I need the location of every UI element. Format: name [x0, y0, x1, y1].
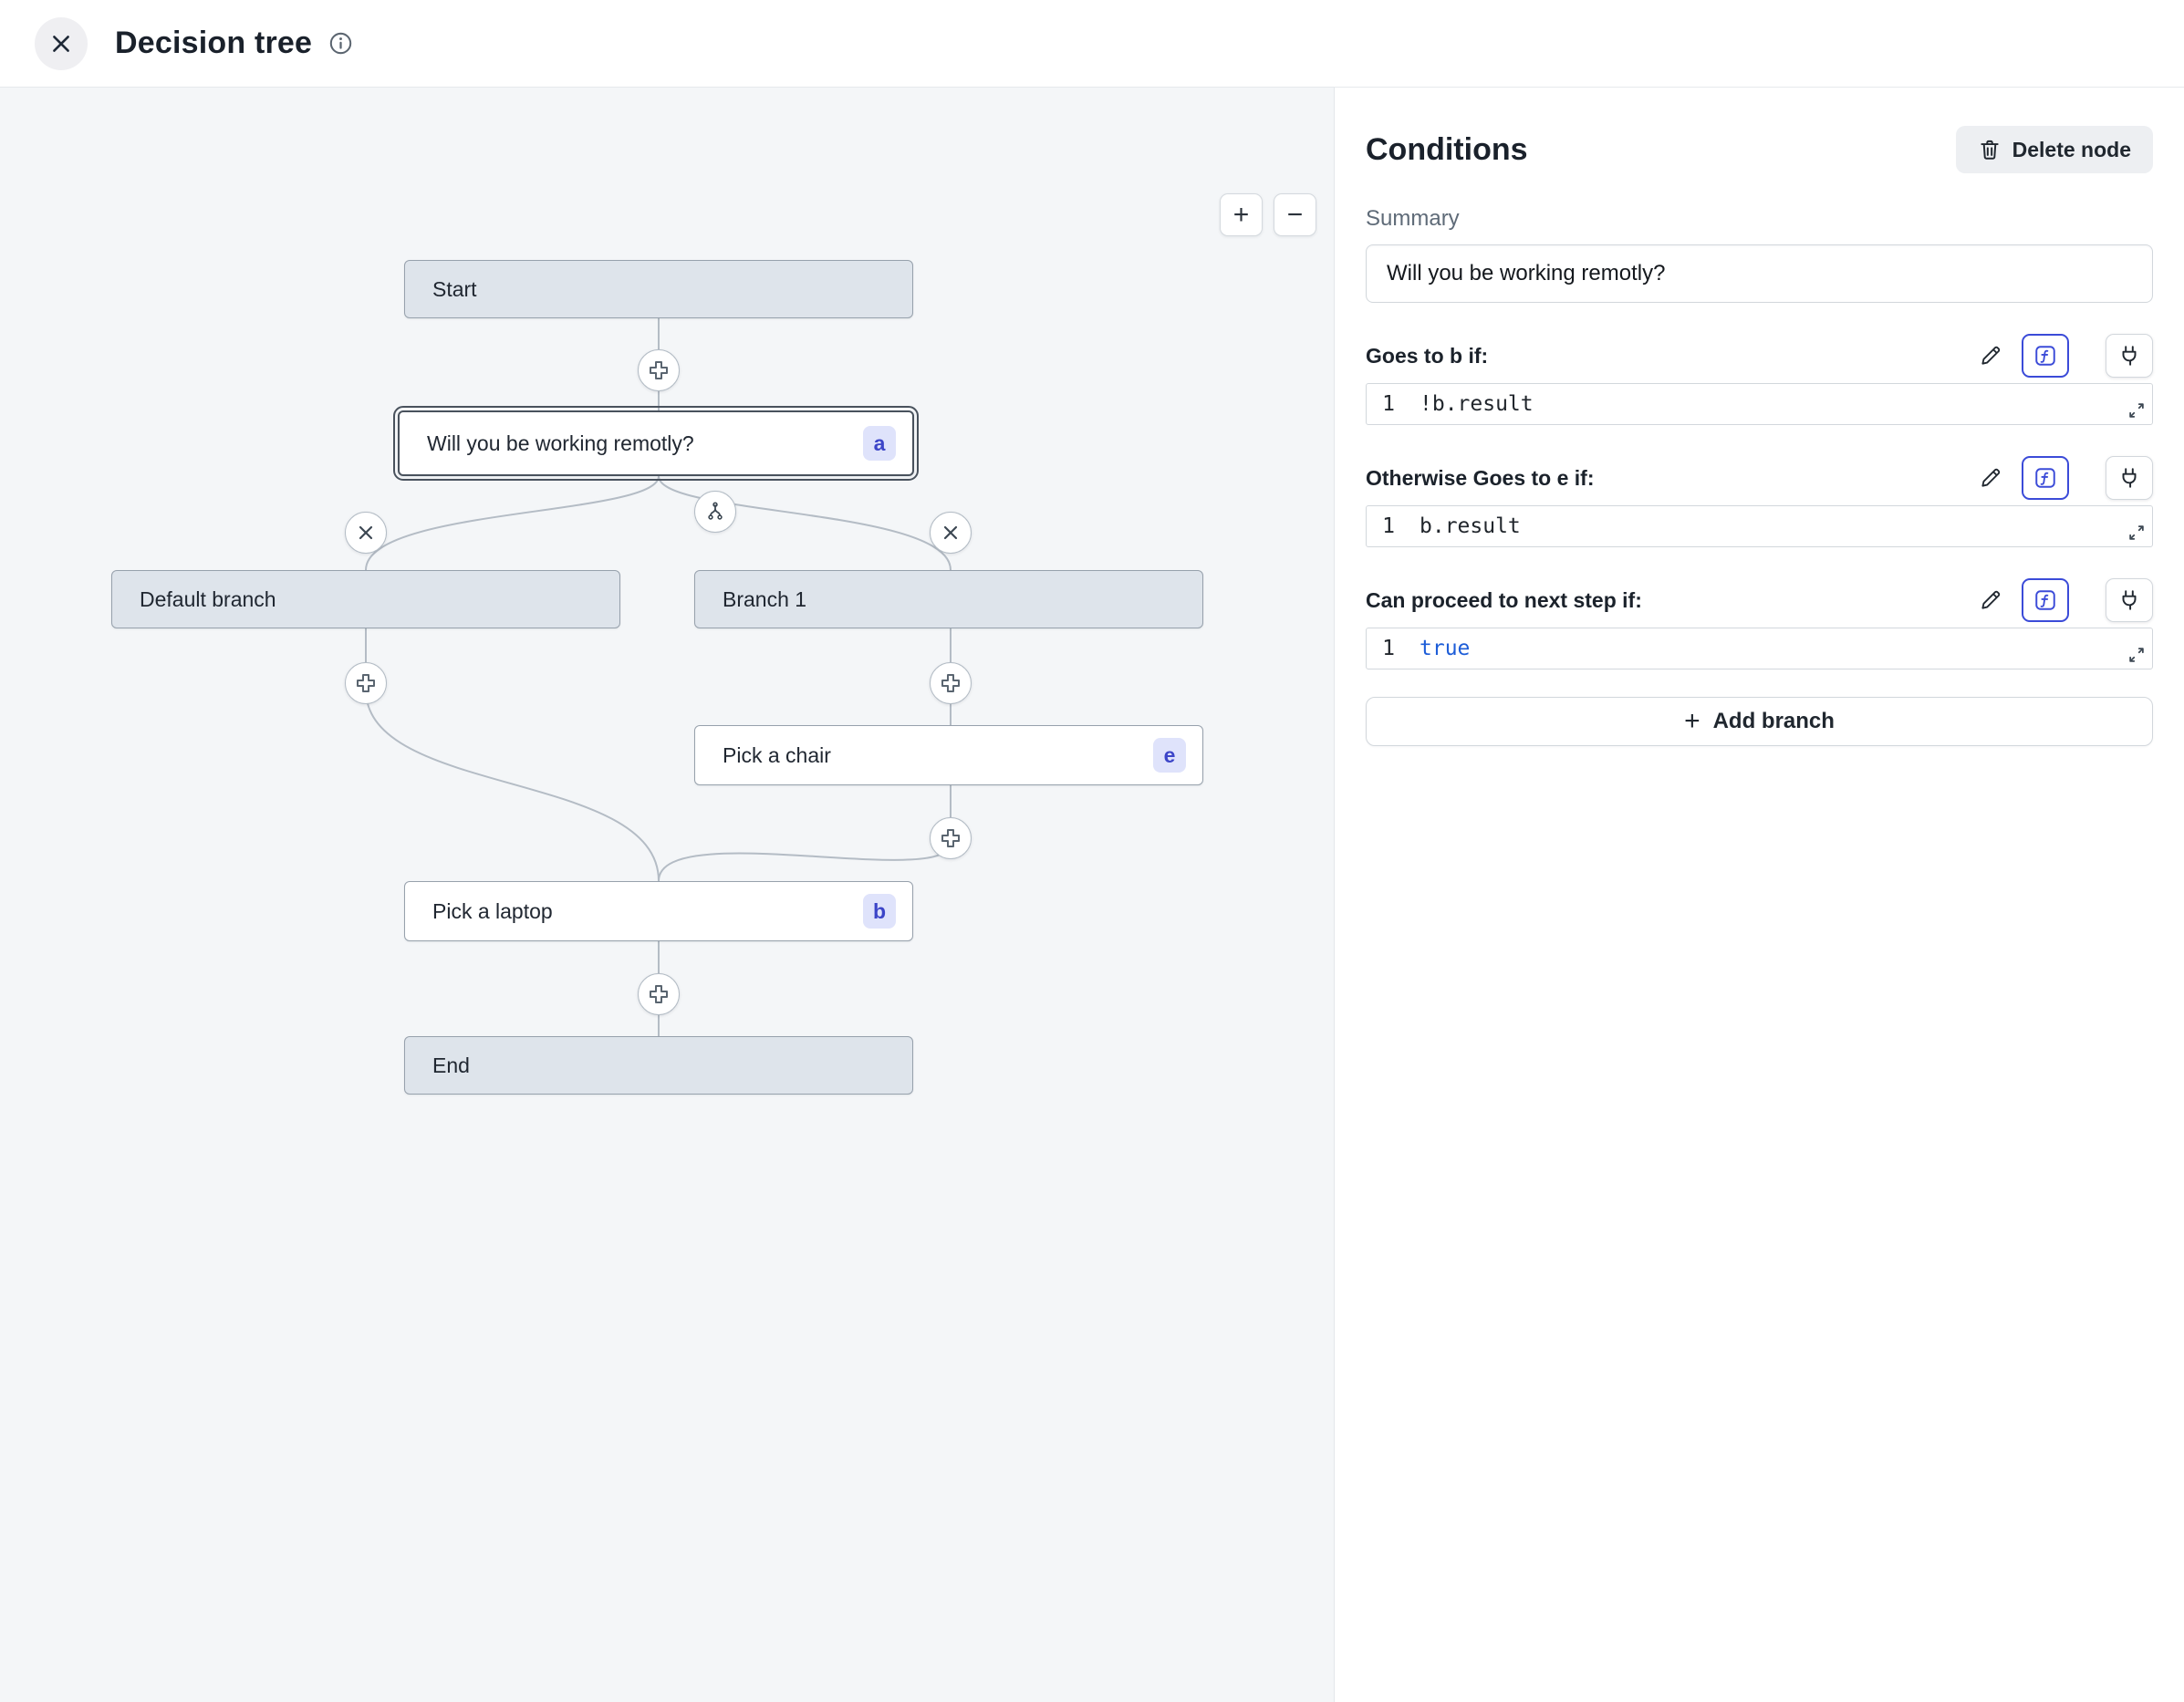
node-badge: e	[1153, 738, 1186, 773]
condition-section-proceed: Can proceed to next step if:	[1366, 575, 2153, 669]
edit-button[interactable]	[1967, 334, 2014, 378]
page-title: Decision tree	[115, 26, 313, 60]
zoom-out-button[interactable]: −	[1274, 193, 1316, 236]
flow-canvas[interactable]: + − Start Will you be working remotly? a…	[0, 88, 1334, 1702]
node-badge: b	[863, 894, 896, 929]
plus-icon: +	[1684, 706, 1700, 736]
plus-icon	[650, 985, 668, 1003]
line-number: 1	[1382, 514, 1395, 538]
add-step-button[interactable]	[638, 973, 680, 1015]
info-icon[interactable]	[328, 31, 353, 56]
header: Decision tree	[0, 0, 2184, 88]
node-pick-a-laptop[interactable]: Pick a laptop b	[404, 881, 913, 941]
pencil-icon	[1981, 346, 2001, 365]
split-branch-icon	[708, 502, 723, 520]
node-label: Start	[432, 276, 477, 301]
summary-input[interactable]	[1366, 244, 2153, 303]
panel-title: Conditions	[1366, 131, 1528, 167]
data-source-button[interactable]	[2106, 334, 2153, 378]
function-icon	[2035, 346, 2055, 366]
code-editor-goes-to-b[interactable]: 1 !b.result	[1366, 383, 2153, 425]
edit-button[interactable]	[1967, 456, 2014, 500]
formula-mode-button[interactable]	[2022, 334, 2069, 378]
node-label: End	[432, 1053, 470, 1077]
plus-icon	[941, 829, 960, 847]
condition-label: Goes to b if:	[1366, 343, 1489, 368]
zoom-in-button[interactable]: +	[1220, 193, 1263, 236]
node-label: Branch 1	[723, 586, 807, 611]
close-button[interactable]	[35, 16, 88, 70]
plus-icon	[357, 674, 375, 692]
node-question[interactable]: Will you be working remotly? a	[393, 406, 919, 481]
node-branch-1[interactable]: Branch 1	[694, 570, 1203, 628]
conditions-panel: Conditions Delete node Summary Goes to b…	[1334, 88, 2184, 1702]
data-source-button[interactable]	[2106, 578, 2153, 622]
node-pick-a-chair[interactable]: Pick a chair e	[694, 725, 1203, 785]
node-start[interactable]: Start	[404, 260, 913, 318]
add-step-button[interactable]	[930, 662, 972, 704]
plug-icon	[2122, 468, 2137, 488]
plus-icon	[941, 674, 960, 692]
condition-section-otherwise-e: Otherwise Goes to e if:	[1366, 452, 2153, 547]
add-step-button[interactable]	[345, 662, 387, 704]
close-icon	[359, 525, 373, 540]
expand-icon[interactable]	[2127, 645, 2147, 665]
add-branch-button[interactable]: + Add branch	[1366, 697, 2153, 746]
summary-label: Summary	[1366, 206, 1460, 231]
pencil-icon	[1981, 590, 2001, 609]
node-default-branch[interactable]: Default branch	[111, 570, 620, 628]
add-step-button[interactable]	[930, 817, 972, 859]
pencil-icon	[1981, 468, 2001, 487]
split-branch-button[interactable]	[694, 491, 736, 533]
formula-mode-button[interactable]	[2022, 578, 2069, 622]
code-editor-proceed[interactable]: 1 true	[1366, 628, 2153, 669]
node-label: Default branch	[140, 586, 276, 611]
line-number: 1	[1382, 637, 1395, 660]
node-label: Pick a laptop	[432, 898, 553, 923]
condition-label: Otherwise Goes to e if:	[1366, 465, 1595, 490]
condition-section-goes-to-b: Goes to b if:	[1366, 330, 2153, 425]
condition-label: Can proceed to next step if:	[1366, 587, 1642, 612]
close-icon	[53, 35, 69, 52]
line-number: 1	[1382, 392, 1395, 416]
remove-branch-button[interactable]	[930, 512, 972, 554]
node-badge: a	[863, 426, 896, 461]
code-text: b.result	[1420, 514, 1521, 538]
close-icon	[943, 525, 958, 540]
node-label: Will you be working remotly?	[427, 431, 694, 455]
code-text: true	[1420, 637, 1471, 660]
plug-icon	[2122, 590, 2137, 610]
formula-mode-button[interactable]	[2022, 456, 2069, 500]
function-icon	[2035, 468, 2055, 488]
add-step-button[interactable]	[638, 349, 680, 391]
node-end[interactable]: End	[404, 1036, 913, 1095]
remove-branch-button[interactable]	[345, 512, 387, 554]
delete-node-label: Delete node	[2012, 137, 2131, 161]
code-text: !b.result	[1420, 392, 1534, 416]
code-editor-otherwise-e[interactable]: 1 b.result	[1366, 505, 2153, 547]
delete-node-button[interactable]: Delete node	[1955, 126, 2153, 173]
add-branch-label: Add branch	[1712, 709, 1835, 733]
plug-icon	[2122, 346, 2137, 366]
edit-button[interactable]	[1967, 578, 2014, 622]
node-label: Pick a chair	[723, 742, 831, 767]
plus-icon	[650, 361, 668, 379]
function-icon	[2035, 590, 2055, 610]
trash-icon	[1980, 140, 1999, 160]
data-source-button[interactable]	[2106, 456, 2153, 500]
expand-icon[interactable]	[2127, 523, 2147, 543]
expand-icon[interactable]	[2127, 400, 2147, 420]
